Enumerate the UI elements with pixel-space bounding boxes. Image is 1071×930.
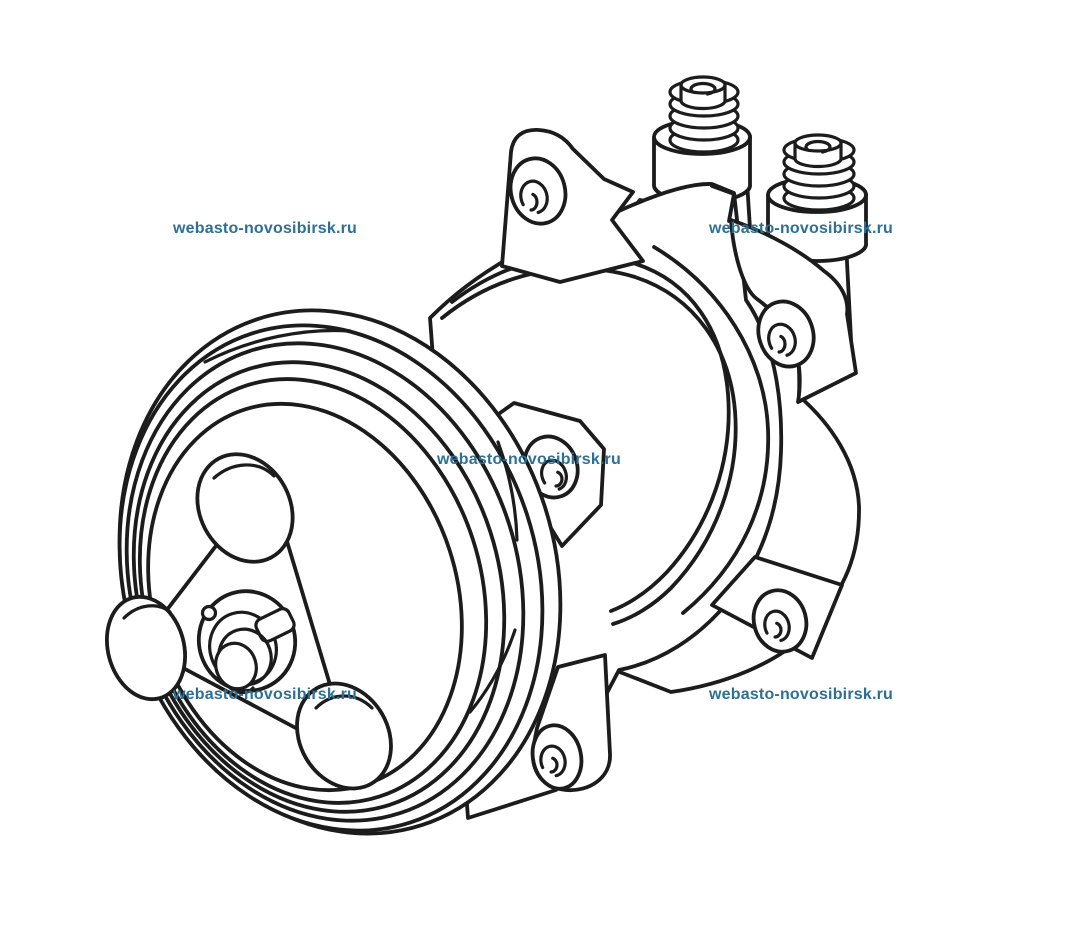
bolt-hole (763, 609, 791, 643)
boss-highlight (212, 463, 276, 480)
rear-head-ring (652, 245, 771, 615)
fitting-bore-arc (804, 139, 832, 155)
shaft-nut-face (214, 641, 258, 691)
bolt-hole-curl (543, 756, 559, 774)
hub-nub (200, 604, 218, 622)
shaft-nut-slot (226, 684, 255, 695)
pulley (105, 308, 563, 836)
rear-top-lug (729, 218, 858, 404)
plate-boss-left (105, 594, 187, 702)
front-top-lug (500, 128, 645, 284)
boss-highlight (122, 604, 172, 620)
watermark-top-left: webasto-novosibirsk.ru (173, 220, 357, 237)
hub-assembly (196, 589, 298, 695)
front-bottom-lug (530, 653, 612, 792)
bolt-hole-curl (548, 470, 564, 488)
watermark-bottom-right: webasto-novosibirsk.ru (709, 686, 893, 703)
body-rear-notch (710, 184, 736, 223)
bolt-hole-curl (771, 334, 787, 354)
watermark-center: webasto-novosibirsk.ru (437, 451, 621, 468)
watermark-bottom-left: webasto-novosibirsk.ru (173, 686, 357, 703)
bolt-hole-boss (751, 588, 809, 654)
groove-highlight (203, 328, 352, 364)
bolt-hole (539, 744, 567, 778)
bolt-hole-curl (767, 621, 783, 639)
boss-highlight (314, 694, 374, 710)
watermark-top-right: webasto-novosibirsk.ru (709, 220, 893, 237)
bolt-hole-boss (756, 299, 816, 369)
plate-boss-bottom (295, 681, 393, 791)
bolt-hole-curl (523, 192, 539, 212)
bolt-hole (767, 322, 797, 358)
bolt-hole (540, 458, 568, 492)
fitting-bore-arc (689, 81, 717, 97)
rear-bottom-lug (710, 555, 844, 660)
bolt-hole (519, 179, 549, 215)
groove-highlight (468, 628, 517, 714)
plate-boss-top (195, 452, 295, 564)
bolt-hole-boss (530, 723, 584, 791)
bolt-hole-boss (508, 156, 568, 226)
groove-highlight (496, 440, 519, 542)
